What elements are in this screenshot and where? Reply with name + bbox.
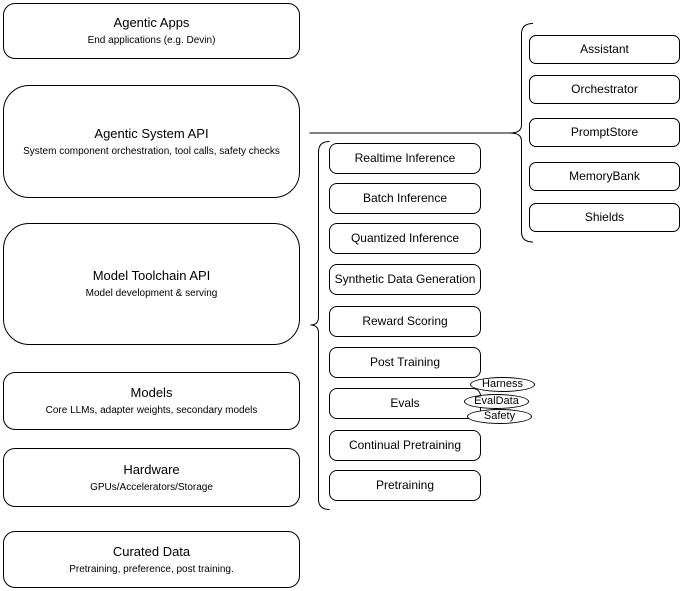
node-subtitle: Pretraining, preference, post training. [69,563,234,575]
node-title: Agentic System API [94,125,209,141]
node-label: Reward Scoring [362,314,448,328]
node-hardware: Hardware GPUs/Accelerators/Storage [3,448,300,507]
node-label: Post Training [369,355,441,369]
node-title: Hardware [123,461,180,477]
tag-label: Safety [483,410,516,422]
node-evals: Evals [329,388,481,419]
node-promptstore: PromptStore [529,118,680,147]
node-label: Realtime Inference [354,151,456,165]
node-title: Agentic Apps [113,15,190,30]
node-curated-data: Curated Data Pretraining, preference, po… [3,531,300,588]
node-label: Pretraining [375,478,435,492]
node-quantized-inference: Quantized Inference [329,223,481,254]
node-title: Model Toolchain API [92,268,211,283]
tag-label: Harness [482,378,523,390]
node-label: Evals [390,396,420,410]
tag-evaldata: EvalData [464,394,529,409]
node-continual-pretraining: Continual Pretraining [329,430,481,461]
node-subtitle: GPUs/Accelerators/Storage [90,481,213,493]
node-label: Orchestrator [571,82,638,96]
node-label: Quantized Inference [350,231,460,245]
node-subtitle: System component orchestration, tool cal… [23,145,280,157]
node-subtitle: Core LLMs, adapter weights, secondary mo… [45,405,258,416]
node-label: Shields [584,210,625,224]
node-shields: Shields [529,203,680,232]
node-label: MemoryBank [569,169,640,183]
tag-label: EvalData [474,395,519,407]
node-title: Curated Data [112,543,191,559]
node-realtime-inference: Realtime Inference [329,143,481,174]
tag-safety: Safety [467,409,532,424]
node-label: Assistant [580,42,629,56]
node-agentic-system-api: Agentic System API System component orch… [3,85,300,198]
node-assistant: Assistant [529,35,680,64]
node-orchestrator: Orchestrator [529,75,680,104]
node-agentic-apps: Agentic Apps End applications (e.g. Devi… [3,3,300,59]
node-models: Models Core LLMs, adapter weights, secon… [3,372,300,430]
node-label: Synthetic Data Generation [334,272,476,286]
node-synthetic-data-generation: Synthetic Data Generation [329,264,481,295]
toolchain-group-brace [310,141,330,510]
node-label: Batch Inference [362,191,448,205]
node-batch-inference: Batch Inference [329,183,481,214]
node-label: Continual Pretraining [348,438,462,452]
node-pretraining: Pretraining [329,470,481,501]
tag-harness: Harness [470,377,535,392]
node-label: PromptStore [570,125,639,139]
node-subtitle: End applications (e.g. Devin) [87,35,216,46]
node-post-training: Post Training [329,347,481,378]
node-subtitle: Model development & serving [85,288,218,299]
node-reward-scoring: Reward Scoring [329,306,481,337]
node-model-toolchain-api: Model Toolchain API Model development & … [3,223,300,345]
node-memorybank: MemoryBank [529,162,680,191]
node-title: Models [130,385,173,400]
